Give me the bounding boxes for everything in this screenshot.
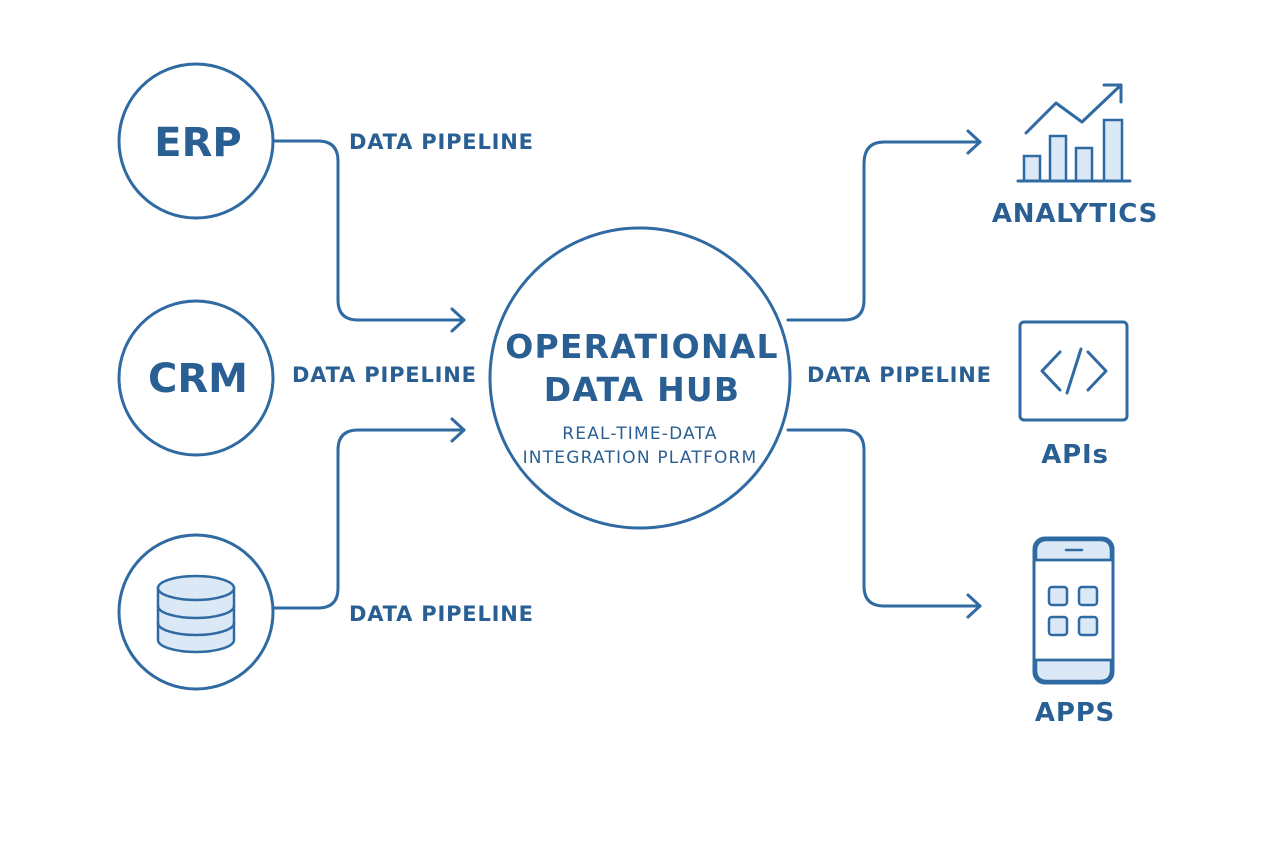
hub-subtitle-line1: REAL-TIME-DATA	[562, 424, 718, 444]
apps-arrowhead	[966, 593, 982, 619]
analytics-connector	[786, 140, 982, 322]
crm-pipeline-label: DATA PIPELINE	[292, 363, 477, 387]
erp-arrowhead	[450, 307, 466, 333]
database-arrowhead	[450, 417, 466, 443]
hub-subtitle-line2: INTEGRATION PLATFORM	[522, 448, 758, 468]
hub-node[interactable]	[488, 226, 792, 530]
analytics-chart-icon	[1016, 83, 1132, 183]
erp-connector	[271, 139, 466, 322]
erp-pipeline-label: DATA PIPELINE	[349, 130, 534, 154]
apps-label: APPS	[1034, 698, 1116, 728]
hub-title-line1: OPERATIONAL	[505, 327, 779, 366]
erp-label: ERP	[154, 120, 242, 166]
mobile-app-icon	[1032, 536, 1115, 685]
code-brackets-icon	[1018, 320, 1129, 422]
hub-title-line2: DATA HUB	[543, 370, 741, 409]
analytics-label: ANALYTICS	[991, 199, 1159, 229]
database-node[interactable]	[117, 533, 275, 691]
database-pipeline-label: DATA PIPELINE	[349, 602, 534, 626]
database-connector	[271, 428, 466, 610]
analytics-arrowhead	[966, 129, 982, 155]
crm-label: CRM	[148, 356, 248, 402]
database-icon	[156, 574, 236, 654]
apis-label: APIs	[1041, 440, 1109, 470]
crm-node[interactable]	[117, 299, 275, 457]
outbound-pipeline-label: DATA PIPELINE	[807, 363, 992, 387]
apps-connector	[786, 428, 982, 608]
